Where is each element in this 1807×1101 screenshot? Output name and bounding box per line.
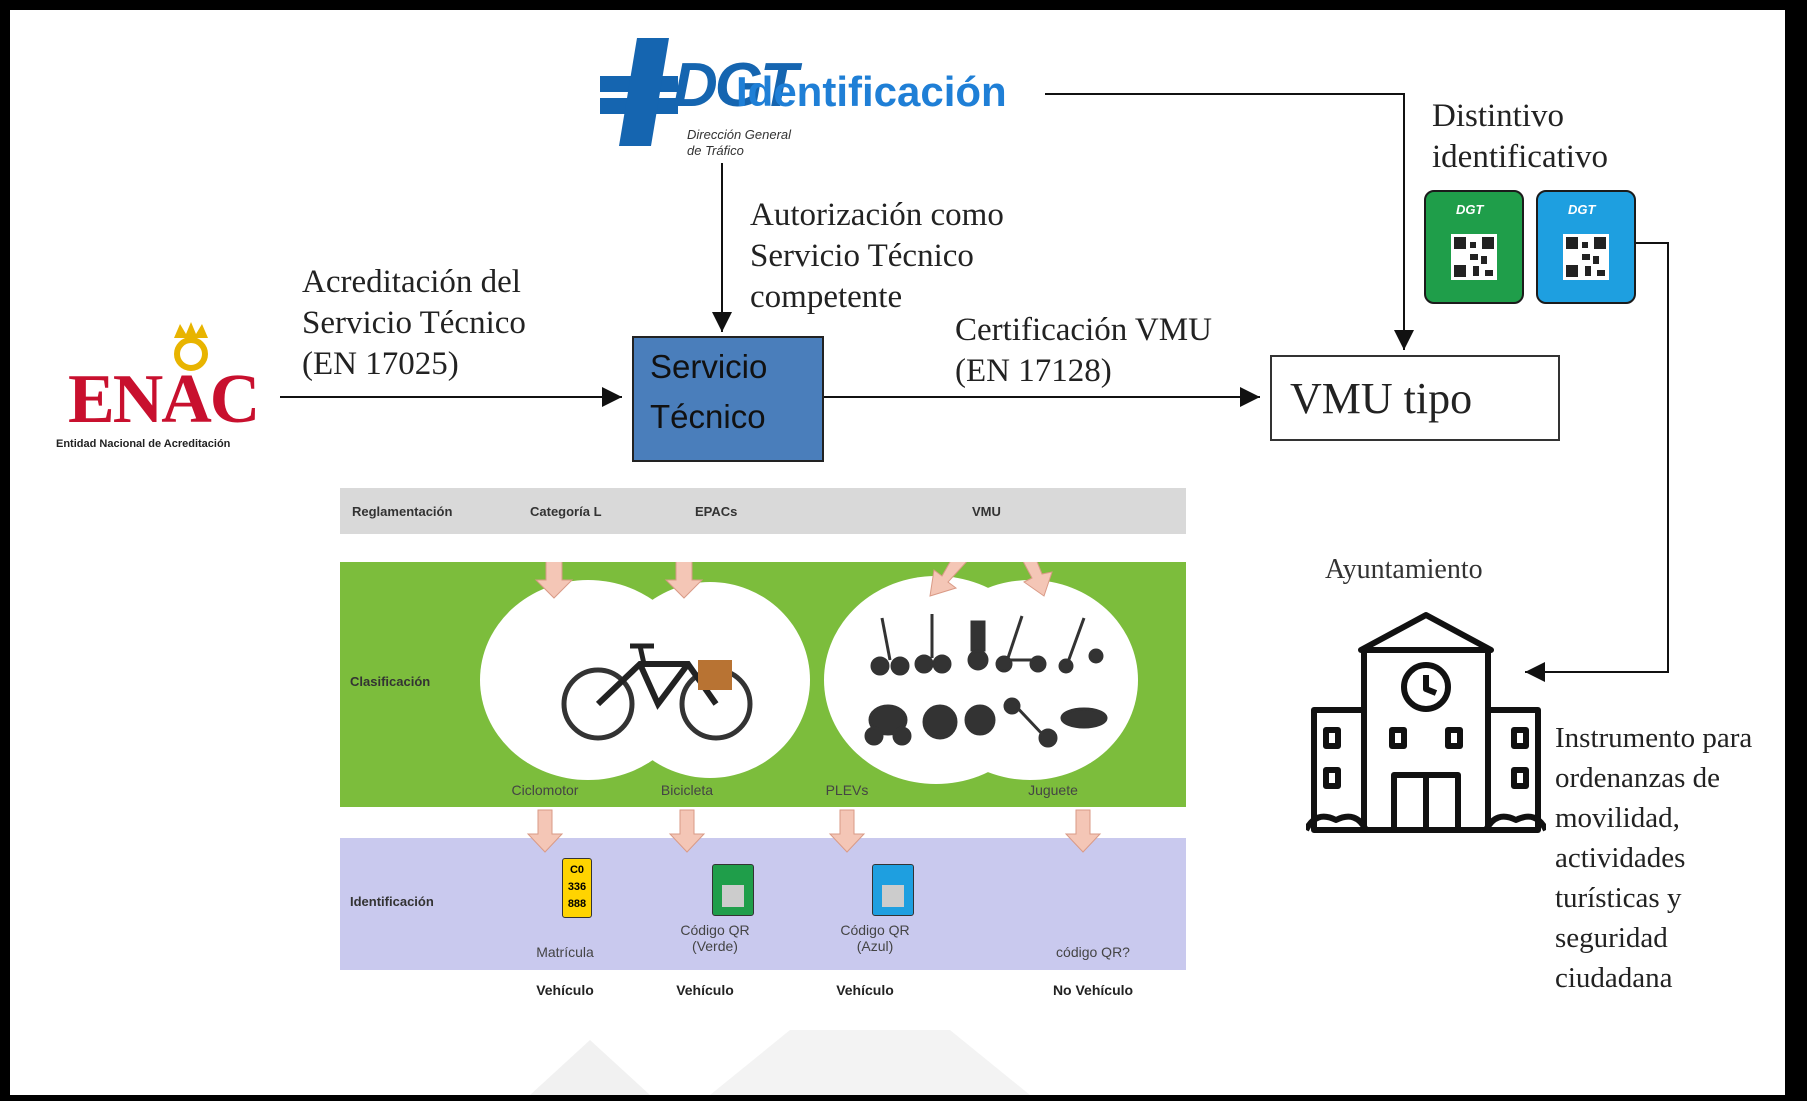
category-bicicleta: Bicicleta (660, 782, 714, 798)
classification-table: Reglamentación Categoría L EPACs VMU Cla… (340, 488, 1192, 1008)
id-codigo-qr-question: código QR? (1056, 944, 1130, 960)
header-epacs: EPACs (695, 504, 738, 519)
vmu-tipo-box: VMU tipo (1270, 355, 1560, 441)
id-qr-verde: Código QR (Verde) (680, 922, 750, 954)
category-juguete: Juguete (1028, 782, 1078, 798)
header-categoria-l: Categoría L (530, 504, 602, 519)
identification-arrows (526, 809, 1102, 853)
header-vmu: VMU (972, 504, 1001, 519)
dgt-cross-icon (600, 38, 678, 146)
enac-logo-text: ENAC (68, 361, 260, 438)
header-reglamentacion: Reglamentación (352, 504, 453, 519)
arrow-dgt-to-vmu (1045, 93, 1414, 350)
qr-badge-blue-icon: DGT (1536, 190, 1636, 304)
label-instrumento: Instrumento para ordenanzas de movilidad… (1555, 722, 1753, 994)
dgt-logo-text: DGT (673, 51, 798, 120)
label-certificacion: Certificación VMU (EN 17128) (955, 312, 1212, 389)
dgt-logo-sub1: Dirección General (687, 127, 792, 142)
type-vehiculo-3: Vehículo (836, 982, 894, 998)
qr-badge-green-icon: DGT (1424, 190, 1524, 304)
license-plate-icon: C0 336 888 (562, 858, 592, 918)
category-plevs: PLEVs (825, 782, 869, 798)
type-vehiculo-2: Vehículo (676, 982, 734, 998)
watermark-shape (530, 1030, 1030, 1095)
town-hall-icon (1306, 612, 1546, 833)
label-autorizacion: Autorización como Servicio Técnico compe… (750, 197, 1004, 315)
qr-blue-mini-icon (872, 864, 914, 916)
row-label-identificacion: Identificación (350, 894, 434, 909)
label-ayuntamiento: Ayuntamiento (1325, 554, 1483, 585)
id-matricula: Matrícula (536, 944, 594, 960)
dgt-logo: DGT Dirección General de Tráfico (595, 28, 835, 163)
qr-green-mini-icon (712, 864, 754, 916)
qr-code-icon (1451, 234, 1497, 280)
row-label-clasificacion: Clasificación (350, 674, 431, 689)
bicycle-icon (561, 643, 753, 741)
vmu-vehicles-icon (864, 614, 1108, 748)
arrow-badges-to-ayuntamiento (1525, 242, 1669, 682)
enac-logo-sub: Entidad Nacional de Acreditación (56, 438, 231, 450)
diagram-canvas: DGT Dirección General de Tráfico Identif… (10, 10, 1785, 1095)
dgt-logo-sub2: de Tráfico (687, 143, 744, 158)
type-vehiculo-1: Vehículo (536, 982, 594, 998)
label-acreditacion: Acreditación del Servicio Técnico (EN 17… (302, 264, 526, 382)
table-header-band (340, 488, 1186, 534)
page-title: Identificación (736, 68, 1007, 115)
servicio-tecnico-box: Servicio Técnico (632, 336, 824, 462)
identificacion-band (340, 838, 1186, 970)
label-distintivo: Distintivo identificativo (1432, 98, 1608, 175)
category-ciclomotor: Ciclomotor (511, 782, 579, 798)
enac-logo: ENAC Entidad Nacional de Acreditación (48, 320, 288, 460)
id-qr-azul: Código QR (Azul) (840, 922, 910, 954)
crown-icon (174, 322, 208, 371)
connector-arrows (280, 93, 1669, 682)
qr-code-icon (1563, 234, 1609, 280)
type-no-vehiculo: No Vehículo (1052, 982, 1134, 998)
